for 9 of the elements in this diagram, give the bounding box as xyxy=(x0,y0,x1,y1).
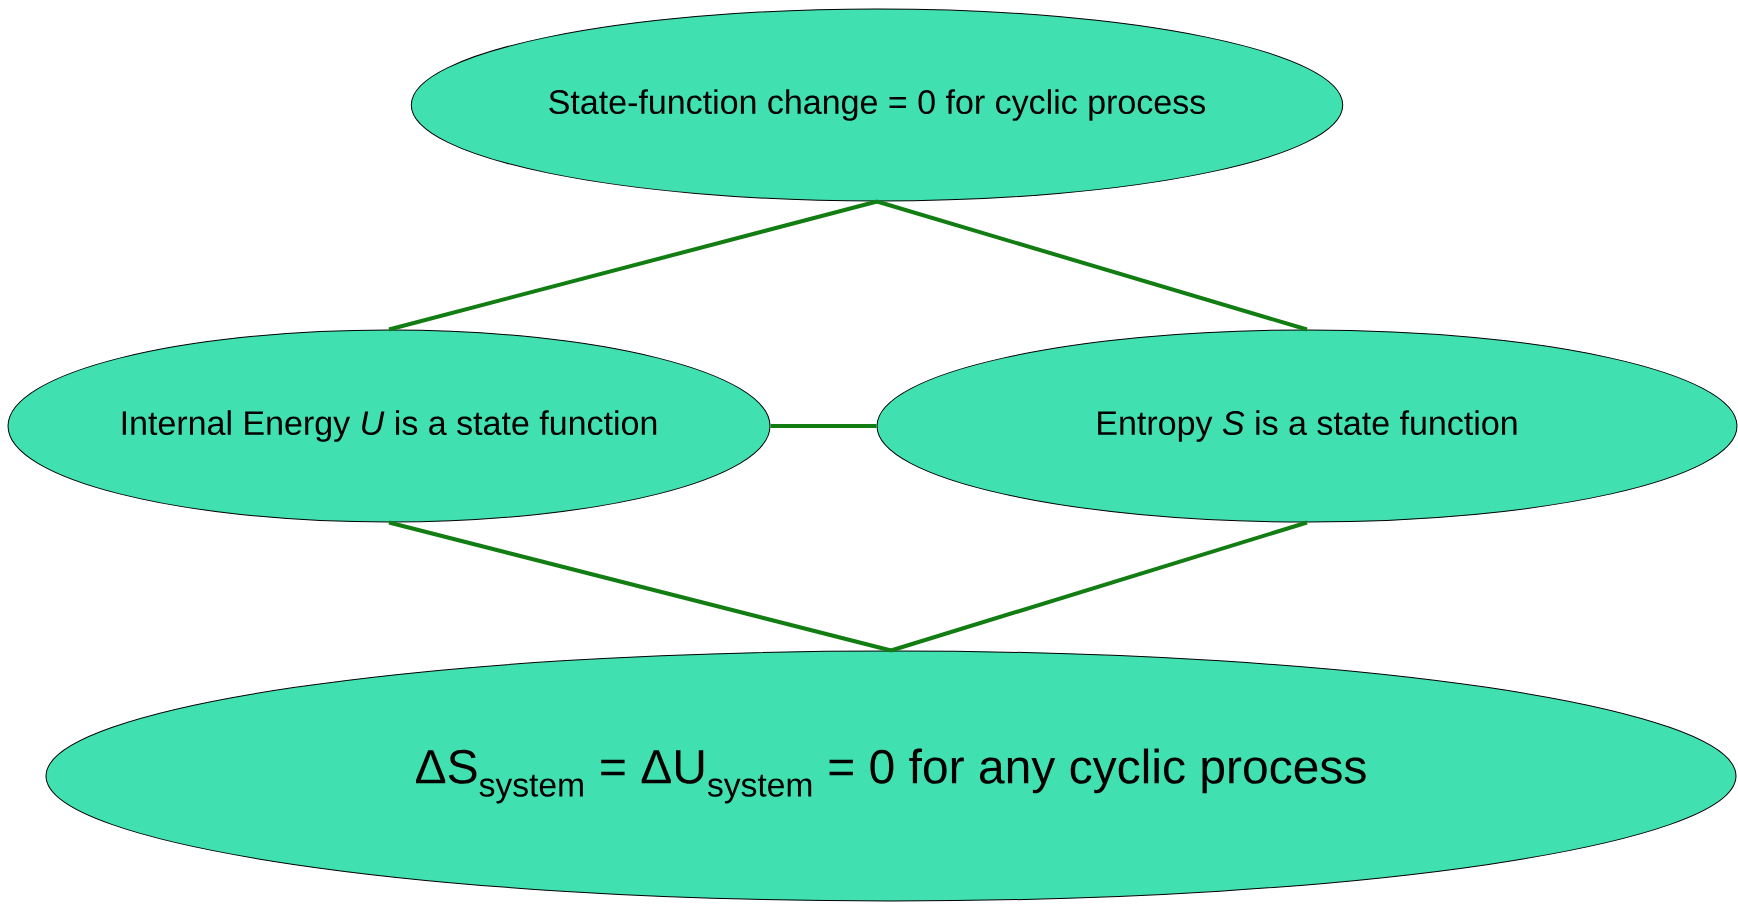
connector-line xyxy=(876,199,1308,332)
connector-line xyxy=(388,199,878,332)
ellipse-node: ΔS$_{system}$ = ΔU$_{system}$ = 0 for any cyclic process xyxy=(45,650,1737,902)
connector-line xyxy=(388,520,892,653)
ellipse-node: Internal Energy U is a state function xyxy=(7,329,771,523)
ellipse-node: State-function change = 0 for cyclic process xyxy=(410,8,1344,202)
connector-line xyxy=(890,520,1308,653)
ellipse-node: Entropy S is a state function xyxy=(876,329,1738,523)
connector-line xyxy=(770,424,877,428)
